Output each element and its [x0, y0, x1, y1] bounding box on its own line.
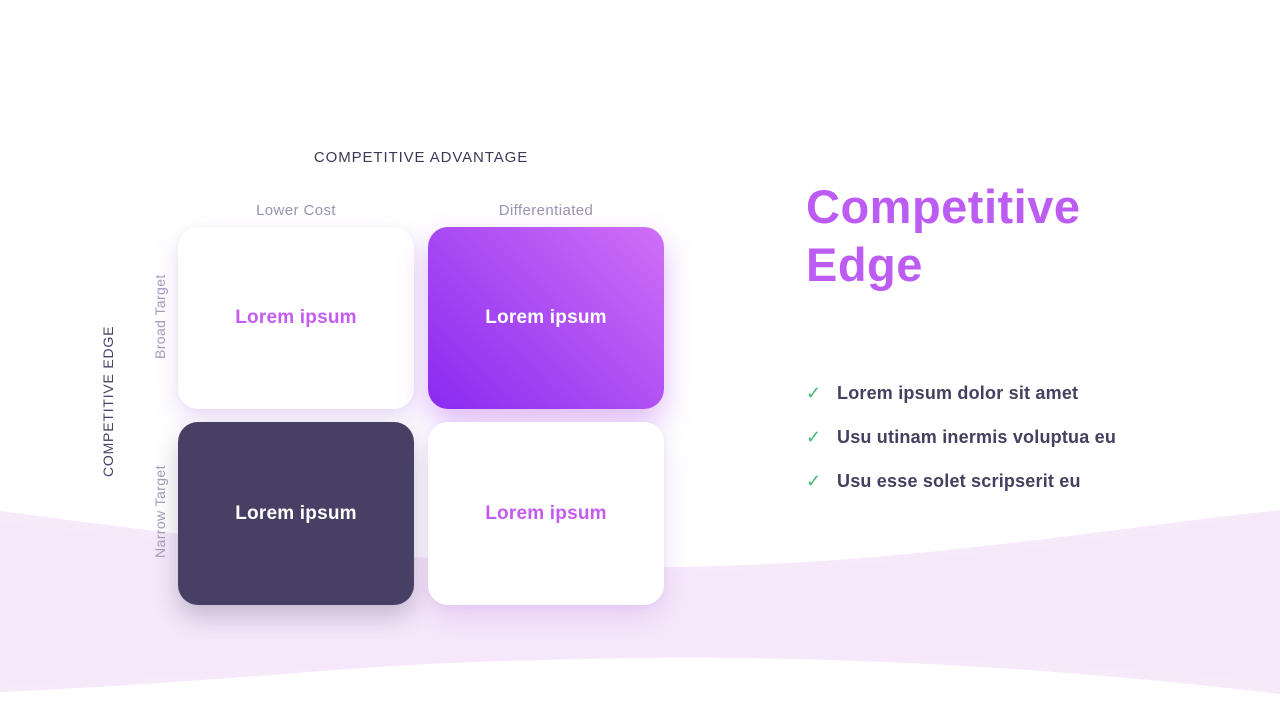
column-label-lower-cost: Lower Cost [256, 202, 336, 219]
matrix-cell-broad-differentiated: Lorem ipsum [428, 227, 664, 409]
bullet-text: Usu esse solet scripserit eu [837, 470, 1081, 491]
matrix-cell-narrow-differentiated: Lorem ipsum [428, 422, 664, 605]
bullet-list: ✓ Lorem ipsum dolor sit amet ✓ Usu utina… [806, 382, 1116, 514]
matrix-cell-label: Lorem ipsum [235, 307, 357, 328]
list-item: ✓ Lorem ipsum dolor sit amet [806, 382, 1116, 404]
check-icon: ✓ [806, 382, 822, 403]
matrix-cell-label: Lorem ipsum [235, 502, 357, 524]
matrix-cell-broad-lower-cost: Lorem ipsum [178, 227, 414, 409]
row-label-narrow-target: Narrow Target [152, 465, 168, 559]
check-icon: ✓ [806, 426, 822, 447]
slide-heading-line-2: Edge [806, 238, 923, 291]
bullet-text: Lorem ipsum dolor sit amet [837, 382, 1079, 403]
list-item: ✓ Usu utinam inermis voluptua eu [806, 426, 1116, 448]
matrix-cell-label: Lorem ipsum [485, 307, 607, 328]
matrix-cell-narrow-lower-cost: Lorem ipsum [178, 422, 414, 605]
row-label-broad-target: Broad Target [152, 274, 168, 360]
check-icon: ✓ [806, 470, 822, 491]
column-label-differentiated: Differentiated [498, 202, 594, 219]
bullet-text: Usu utinam inermis voluptua eu [837, 426, 1117, 447]
axis-label-competitive-edge: COMPETITIVE EDGE [100, 325, 116, 477]
matrix-title: COMPETITIVE ADVANTAGE [313, 149, 529, 166]
slide-heading-line-1: Competitive [806, 180, 1081, 233]
slide-heading: Competitive Edge [806, 178, 1081, 294]
list-item: ✓ Usu esse solet scripserit eu [806, 470, 1116, 492]
matrix-cell-label: Lorem ipsum [485, 502, 607, 524]
